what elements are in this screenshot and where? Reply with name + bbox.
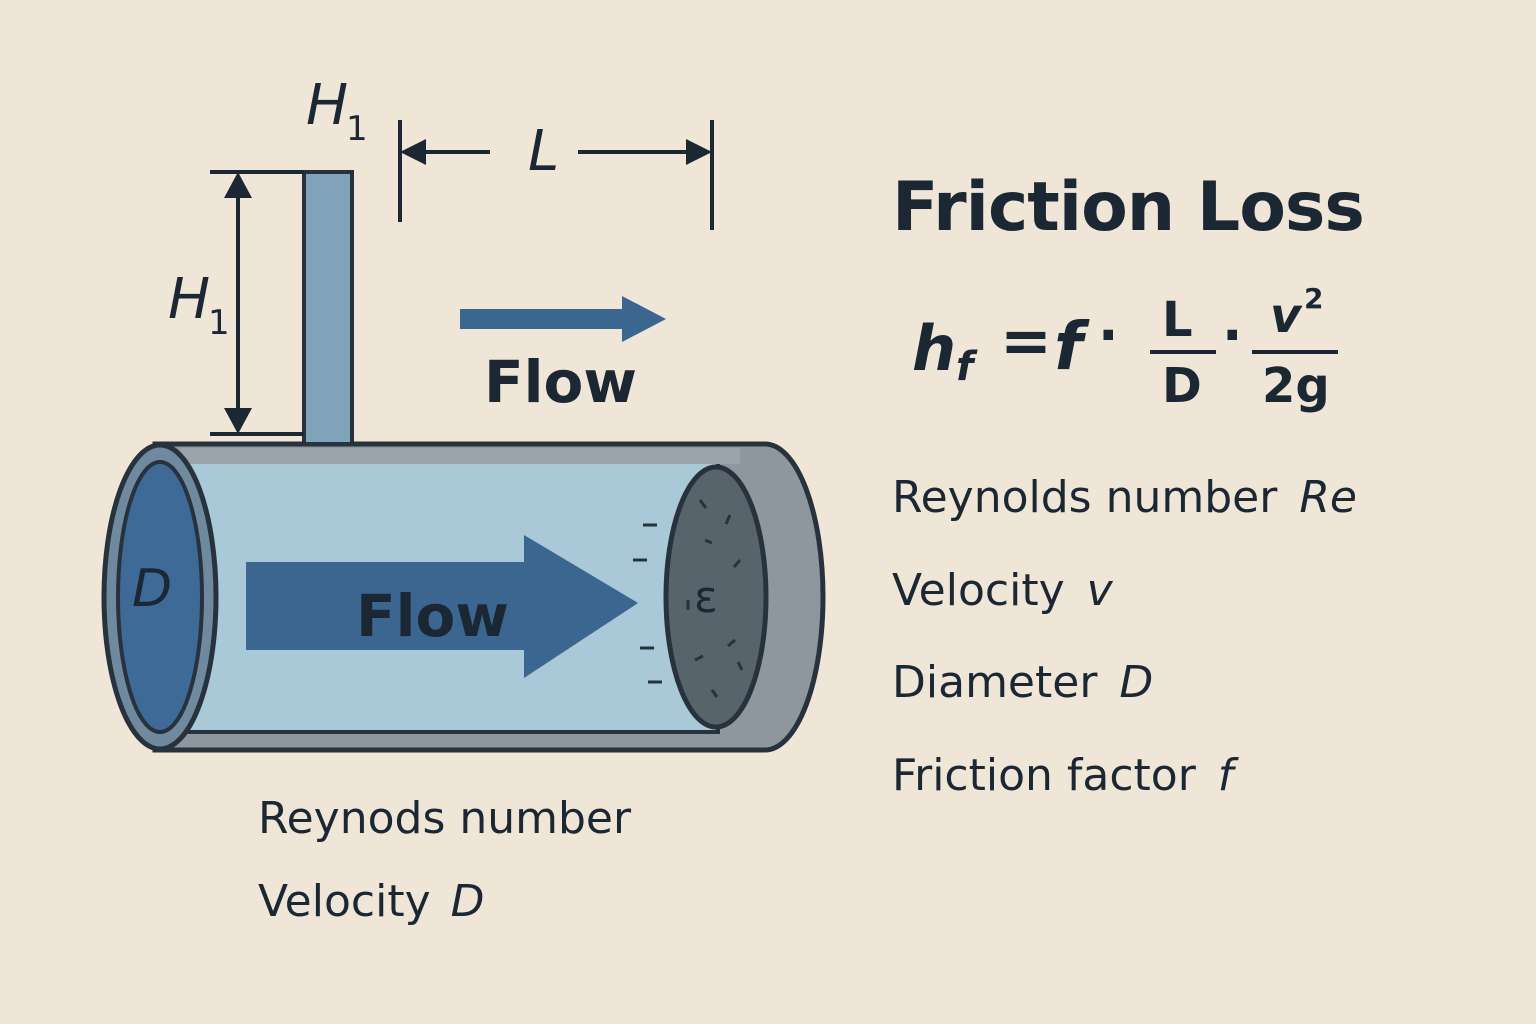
head-label-side-sub: 1	[208, 303, 230, 343]
legend-item-friction-factor: Friction factor f	[892, 750, 1233, 801]
flow-label-inside: Flow	[356, 582, 509, 650]
pipe-top-band	[180, 448, 740, 464]
formula-frac2-numerator: v	[1270, 288, 1302, 344]
roughness-label: ε	[694, 572, 718, 623]
below-label-velocity: Velocity D	[258, 876, 485, 927]
legend-symbol: Re	[1299, 472, 1357, 523]
legend-symbol: v	[1086, 565, 1113, 616]
legend-label: Diameter	[892, 657, 1098, 708]
below-label-text: Velocity	[258, 876, 431, 927]
tick-marks	[633, 523, 662, 684]
head-dimension	[210, 170, 304, 436]
roughness-marks	[686, 499, 744, 698]
formula-frac1-numerator: L	[1162, 292, 1193, 348]
flow-arrow	[460, 296, 666, 342]
head-label-top-sub: 1	[346, 109, 368, 149]
formula-frac2-denominator: 2g	[1262, 358, 1330, 414]
below-label-symbol: D	[450, 876, 485, 927]
head-label-top: H	[306, 73, 348, 138]
formula-lhs: h	[912, 312, 957, 385]
inner-flow-arrow	[246, 535, 638, 678]
pipe-right-end	[663, 464, 769, 730]
formula-frac2-bar	[1252, 350, 1338, 354]
formula-dot-1: ·	[1098, 304, 1119, 367]
page-title: Friction Loss	[892, 168, 1365, 247]
piezometer-tube	[302, 170, 354, 446]
formula-frac2-exponent: 2	[1304, 282, 1324, 315]
pipe-left-opening	[116, 460, 204, 734]
head-label-side: H	[168, 267, 210, 332]
friction-loss-formula: h f = f · L D · v 2 2g	[912, 282, 1372, 432]
legend-symbol: f	[1217, 750, 1234, 801]
formula-frac1-bar	[1150, 350, 1216, 354]
flow-label-outside: Flow	[484, 348, 637, 416]
legend-symbol: D	[1119, 657, 1154, 708]
formula-frac1-denominator: D	[1162, 358, 1202, 414]
length-label: L	[528, 119, 559, 184]
length-dimension	[398, 120, 714, 230]
legend-label: Reynolds number	[892, 472, 1278, 523]
legend-label: Friction factor	[892, 750, 1196, 801]
below-label-reynolds: Reynods number	[258, 793, 632, 844]
legend-label: Velocity	[892, 565, 1065, 616]
formula-lhs-subscript: f	[956, 344, 974, 390]
formula-factor: f	[1054, 308, 1083, 385]
legend-item-velocity: Velocity v	[892, 565, 1113, 616]
formula-dot-2: ·	[1222, 304, 1243, 367]
formula-equals: =	[1000, 304, 1052, 377]
legend-item-reynolds: Reynolds number Re	[892, 472, 1357, 523]
legend-item-diameter: Diameter D	[892, 657, 1153, 708]
diameter-label: D	[132, 559, 172, 619]
